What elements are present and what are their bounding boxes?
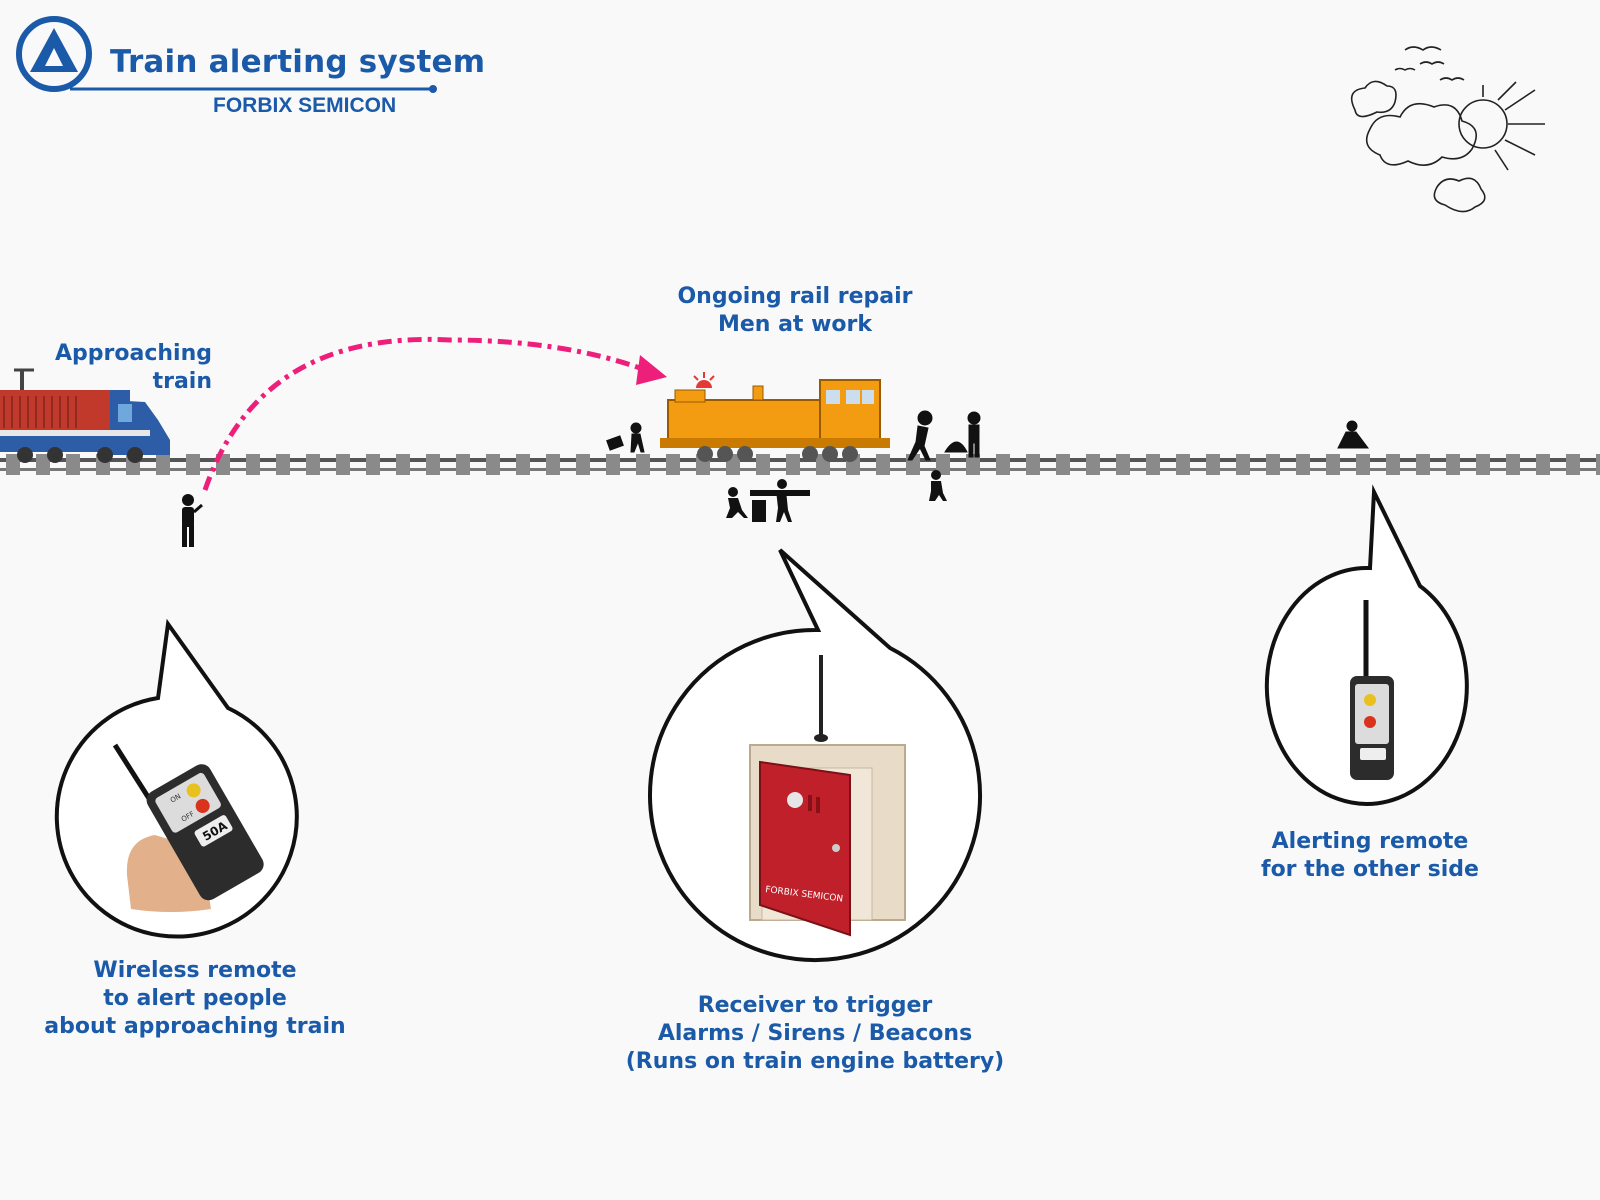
wireless-signal-arrow <box>202 336 667 491</box>
track-sleeper <box>1326 454 1340 475</box>
track-sleeper <box>396 454 410 475</box>
track-sleeper <box>1416 454 1430 475</box>
other-remote-device <box>1350 600 1394 780</box>
track-sleeper <box>246 454 260 475</box>
track-sleeper <box>1056 454 1070 475</box>
repair-label: Ongoing rail repair Men at work <box>640 283 950 339</box>
track-sleeper <box>996 454 1010 475</box>
track-sleeper <box>786 454 800 475</box>
track-sleeper <box>1296 454 1310 475</box>
label-line: for the other side <box>1261 857 1479 882</box>
beacon-light-icon <box>693 372 715 388</box>
track-sleeper <box>876 454 890 475</box>
label-line: Men at work <box>717 312 873 337</box>
track-sleeper <box>306 454 320 475</box>
label-line: Approaching <box>55 341 212 366</box>
crew-below-track-icon <box>726 470 947 522</box>
track-sleeper <box>36 454 50 475</box>
brand-title: Train alerting system <box>110 44 486 80</box>
track-sleeper <box>366 454 380 475</box>
track-sleeper <box>966 454 980 475</box>
approaching-train-icon <box>0 368 170 463</box>
track-sleeper <box>516 454 530 475</box>
track-sleeper <box>276 454 290 475</box>
track-sleeper <box>486 454 500 475</box>
track-sleeper <box>666 454 680 475</box>
track-sleeper <box>936 454 950 475</box>
track-sleeper <box>6 454 20 475</box>
other-remote-label: Alerting remote for the other side <box>1230 828 1510 884</box>
label-line: (Runs on train engine battery) <box>625 1049 1005 1074</box>
track-sleeper <box>1446 454 1460 475</box>
track-sleeper <box>1536 454 1550 475</box>
label-line: to alert people <box>103 986 287 1011</box>
track-sleeper <box>546 454 560 475</box>
track-sleeper <box>1266 454 1280 475</box>
track-sleeper <box>606 454 620 475</box>
label-line: train <box>152 369 212 394</box>
track-sleeper <box>1596 454 1600 475</box>
track-sleeper <box>456 454 470 475</box>
label-line: Alarms / Sirens / Beacons <box>657 1021 973 1046</box>
repair-engine-icon <box>660 372 890 462</box>
track-sleeper <box>1116 454 1130 475</box>
track-sleeper <box>1086 454 1100 475</box>
sun-clouds-icon <box>1350 46 1545 213</box>
track-sleeper <box>1176 454 1190 475</box>
track-sleeper <box>636 454 650 475</box>
approaching-train-label: Approaching train <box>40 340 212 396</box>
track-sleeper <box>156 454 170 475</box>
track-sleeper <box>1026 454 1040 475</box>
track-sleeper <box>576 454 590 475</box>
track-sleeper <box>756 454 770 475</box>
brand-company: FORBIX SEMICON <box>213 94 397 117</box>
track-sleeper <box>1206 454 1220 475</box>
track-sleeper <box>426 454 440 475</box>
track-sleeper <box>1476 454 1490 475</box>
wireless-remote-label: Wireless remote to alert people about ap… <box>40 957 350 1041</box>
track-sleeper <box>186 454 200 475</box>
receiver-box-device: FORBIX SEMICON <box>749 655 906 937</box>
label-line: Alerting remote <box>1271 829 1469 854</box>
railway-track <box>0 454 1600 475</box>
track-sleeper <box>1386 454 1400 475</box>
track-sleeper <box>1566 454 1580 475</box>
wireless-remote-device: ON OFF 50A <box>112 743 264 912</box>
track-sleeper <box>1356 454 1370 475</box>
receiver-label: Receiver to trigger Alarms / Sirens / Be… <box>620 992 1010 1076</box>
label-line: about approaching train <box>44 1014 346 1039</box>
label-line: Receiver to trigger <box>697 993 933 1018</box>
track-workers-icon <box>606 410 1369 461</box>
track-sleeper <box>66 454 80 475</box>
worker-with-remote-icon <box>182 494 203 547</box>
forbix-logo-icon <box>16 16 92 92</box>
track-sleeper <box>1506 454 1520 475</box>
track-sleeper <box>1236 454 1250 475</box>
label-line: Wireless remote <box>93 958 297 983</box>
track-sleeper <box>336 454 350 475</box>
track-sleeper <box>1146 454 1160 475</box>
label-line: Ongoing rail repair <box>677 284 913 309</box>
